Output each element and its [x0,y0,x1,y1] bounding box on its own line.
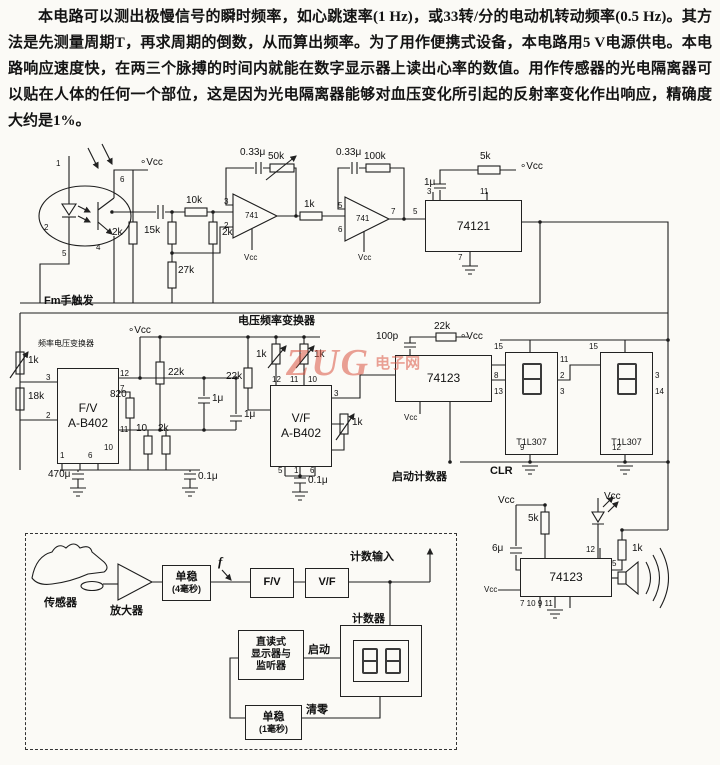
display-til307-b-label: T1L307 [611,436,642,447]
seven-segment-digit [521,363,542,395]
block-display-line2: 显示器与 [251,649,291,660]
amplifier-symbol [117,563,154,601]
label-start: 启动 [308,644,330,656]
block-fv-label: F/V [263,576,281,589]
chip-fv-converter: F/V A-B402 [57,368,119,464]
block-vf-label: V/F [318,576,336,589]
opamp-symbol-1 [232,193,279,239]
label-amplifier: 放大器 [110,605,143,617]
chip-vf-label: V/F [291,411,311,425]
label-count-input: 计数输入 [350,551,394,563]
block-mono-1ms-sub: (1毫秒) [259,723,288,734]
watermark-main: ZUG [286,342,371,384]
block-display-line1: 直读式 [256,637,286,648]
chip-vf-converter: V/F A-B402 [270,385,332,467]
schematic-wires [9,143,669,719]
block-display-monitor: 直读式 显示器与 监听器 [238,630,304,680]
counter-display [353,640,409,682]
chip-74123-b-label: 74123 [549,570,583,584]
counter-digit [384,648,401,674]
block-vf: V/F [305,568,349,598]
optocoupler-symbol [38,143,148,303]
counter-digit [361,648,378,674]
junction-dots [110,210,670,584]
chip-fv-label: F/V [78,401,98,415]
intro-paragraph: 本电路可以测出极慢信号的瞬时频率，如心跳速率(1 Hz)，或33转/分的电动机转… [8,9,712,129]
chip-74123-b: 74123 [520,558,612,597]
chip-74121-label: 74121 [456,218,491,233]
speaker-icon [610,547,669,609]
block-display-line3: 监听器 [256,661,286,672]
display-til307-b: T1L307 [600,352,653,455]
block-mono-1ms-title: 单稳 [262,710,285,723]
watermark: ZUG 电子网 [286,344,420,382]
label-frequency: f [218,554,223,569]
block-fv: F/V [250,568,294,598]
block-mono-4ms-sub: (4毫秒) [172,584,201,595]
label-sensor: 传感器 [44,597,77,609]
chip-74123-a-label: 74123 [426,371,461,385]
opamp-symbol-2 [344,196,391,242]
block-diagram-frame [25,533,457,750]
block-mono-4ms-title: 单稳 [175,571,198,583]
chip-74121: 74121 [425,200,522,252]
display-til307-a-label: T1L307 [516,436,547,447]
block-mono-4ms: 单稳 (4毫秒) [162,565,211,601]
label-clear: 清零 [306,704,328,716]
chip-74123-a: 74123 [395,355,492,402]
watermark-sub: 电子网 [375,355,421,372]
chip-fv-part: A-B402 [67,416,109,430]
block-mono-1ms: 单稳 (1毫秒) [245,705,302,740]
display-til307-a: T1L307 [505,352,558,455]
label-counter: 计数器 [352,613,385,625]
hand-illustration [31,543,108,592]
block-counter [340,625,422,697]
seven-segment-digit [616,363,637,395]
chip-vf-part: A-B402 [280,426,322,440]
